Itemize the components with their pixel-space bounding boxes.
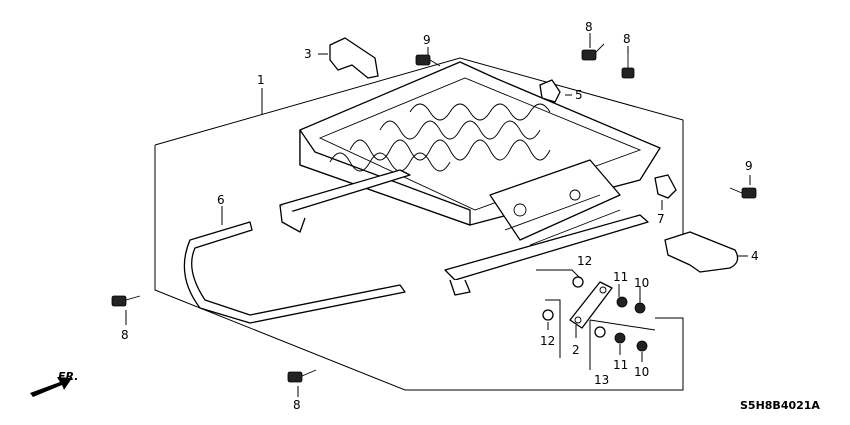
part-4-cover [664,231,739,273]
callout-3: 3 [304,47,312,61]
front-direction-arrow [30,377,72,397]
bolt-8-top-1 [581,43,605,61]
callout-5: 5 [575,88,583,102]
callout-4: 4 [751,249,759,263]
callout-8-top-2: 8 [623,32,631,46]
bolt-8-left [111,295,141,307]
callout-10-b: 10 [634,365,649,379]
nut-11-b [614,332,626,344]
nut-10-a [634,302,646,314]
bolt-9-right [729,187,757,199]
callout-12-b: 12 [540,334,555,348]
callout-13: 13 [594,373,609,387]
bolt-9-top [415,54,441,67]
callout-9-top: 9 [423,33,431,47]
bolt-8-bottom [287,369,317,383]
callout-1: 1 [257,73,265,87]
part-5-clip [539,79,561,103]
washer-12-b [542,309,554,321]
callout-2: 2 [572,343,580,357]
callout-8-top-1: 8 [585,20,593,34]
bolt-8-top-2 [621,54,635,79]
part-2-plate [569,281,613,329]
callout-8-bottom: 8 [293,398,301,412]
callout-7: 7 [657,212,665,226]
callout-12-a: 12 [577,254,592,268]
callout-6: 6 [217,193,225,207]
front-direction-label: FR. [58,370,78,383]
assembly-boundary [154,57,684,391]
diagram-code: S5H8B4021A [740,399,820,412]
callout-10-a: 10 [634,276,649,290]
seat-frame [279,61,661,296]
part-6-tube [183,221,406,324]
washer-12-a [572,276,584,288]
washer-13 [594,326,606,338]
part-3-cover [329,37,379,79]
nut-11-a [616,296,628,308]
callout-8-left: 8 [121,328,129,342]
nut-10-b [636,340,648,352]
callout-9-right: 9 [745,159,753,173]
part-7-clip [654,174,677,199]
leader-lines [125,33,751,397]
callout-11-b: 11 [613,358,628,372]
callout-11-a: 11 [613,270,628,284]
